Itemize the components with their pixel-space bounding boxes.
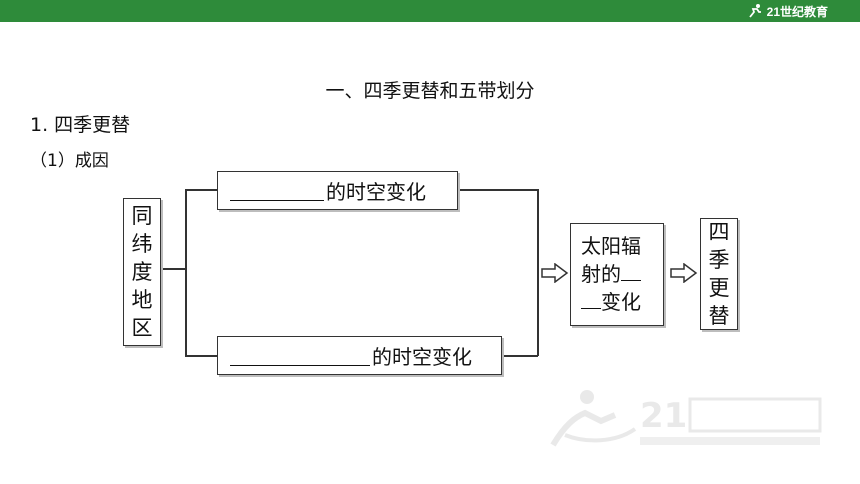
brand-logo-text: 21世纪教育 <box>766 4 828 19</box>
svg-text:21: 21 <box>640 396 687 436</box>
left-char: 同 <box>131 204 153 228</box>
right-char: 替 <box>708 304 730 328</box>
brand-logo: 21世纪教育 <box>747 2 828 20</box>
connector-bottom-left <box>185 355 217 357</box>
box-solar-radiation: 太阳辐 射的 变化 <box>570 223 664 326</box>
right-char: 季 <box>708 248 730 272</box>
right-char: 四 <box>708 220 730 244</box>
hollow-arrow-icon <box>541 263 569 283</box>
box-bottom-blank: 的时空变化 <box>217 336 502 375</box>
connector-left-vertical <box>185 189 187 356</box>
bottom-box-text: 的时空变化 <box>372 345 472 369</box>
section-heading: 一、四季更替和五带划分 <box>325 80 535 102</box>
connector-top-right <box>458 189 538 191</box>
box-top-blank: 的时空变化 <box>217 171 458 210</box>
answer-blank-top[interactable] <box>230 180 324 201</box>
connector-bottom-right <box>502 355 538 357</box>
answer-blank-middle-b[interactable] <box>581 288 601 309</box>
hollow-arrow-icon <box>670 263 698 283</box>
left-char: 区 <box>131 316 153 340</box>
box-four-seasons: 四 季 更 替 <box>700 218 738 330</box>
answer-blank-middle-a[interactable] <box>621 260 641 281</box>
connector-right-vertical <box>537 189 539 356</box>
middle-line-3: 变化 <box>581 288 653 316</box>
watermark-logo-icon: 21 <box>550 390 822 447</box>
connector-left-stub <box>161 268 186 270</box>
middle-line-1: 太阳辐 <box>581 234 641 258</box>
answer-blank-bottom[interactable] <box>230 345 370 366</box>
connector-top-left <box>185 189 217 191</box>
box-same-latitude: 同 纬 度 地 区 <box>123 198 161 346</box>
top-box-text: 的时空变化 <box>326 180 426 204</box>
left-char: 纬 <box>131 232 153 256</box>
top-bar: 21世纪教育 <box>0 0 860 22</box>
left-char: 度 <box>131 260 153 284</box>
middle-line-2: 射的 <box>581 260 653 288</box>
right-char: 更 <box>708 276 730 300</box>
left-char: 地 <box>131 288 153 312</box>
sub-subheading: （1）成因 <box>30 151 109 171</box>
subheading: 1. 四季更替 <box>30 114 131 136</box>
runner-logo-icon <box>748 4 761 18</box>
